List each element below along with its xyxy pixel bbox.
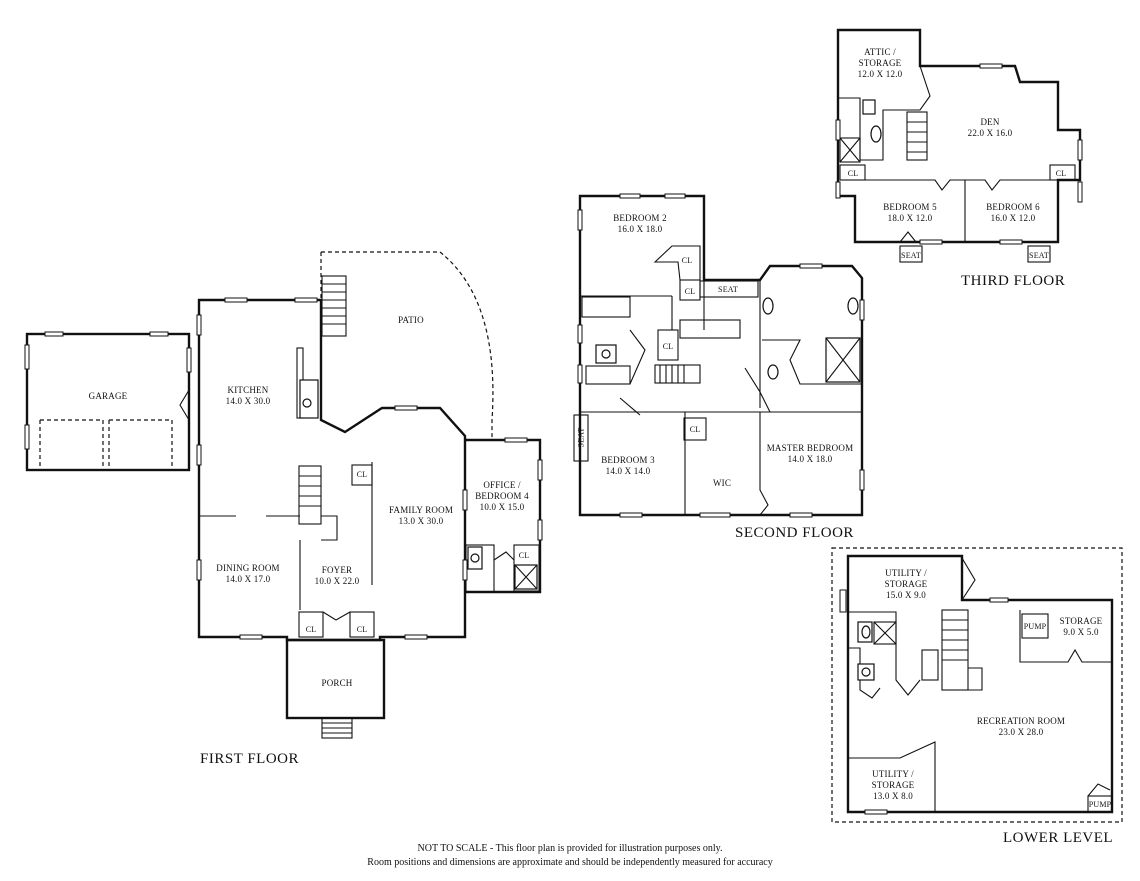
family-room-name: FAMILY ROOM: [388, 505, 454, 515]
utility-storage-upper-label: UTILITY / STORAGE 15.0 X 9.0: [885, 568, 928, 601]
utility-lower-name-1: UTILITY /: [872, 769, 914, 779]
master-bedroom-label: MASTER BEDROOM 14.0 X 18.0: [767, 443, 854, 465]
bedroom-2-dims: 16.0 X 18.0: [617, 224, 663, 234]
closet-label: CL: [356, 470, 368, 479]
closet-label: CL: [684, 287, 696, 296]
storage-dims: 9.0 X 5.0: [1063, 627, 1099, 637]
closet-label: CL: [662, 342, 674, 351]
recreation-room-dims: 23.0 X 28.0: [998, 727, 1044, 737]
closet-label: CL: [689, 425, 701, 434]
dining-room-name: DINING ROOM: [216, 563, 280, 573]
storage-label: STORAGE 9.0 X 5.0: [1060, 616, 1103, 638]
attic-label: ATTIC / STORAGE 12.0 X 12.0: [858, 47, 903, 80]
seat-label: SEAT: [901, 251, 921, 260]
garage-outline: [24, 331, 192, 472]
pump-label: PUMP: [1023, 622, 1047, 631]
closet-label: CL: [1055, 169, 1067, 178]
kitchen-dims: 14.0 X 30.0: [225, 396, 271, 406]
office-name-1: OFFICE /: [483, 480, 521, 490]
attic-name-2: STORAGE: [858, 58, 902, 68]
second-floor-outline: [573, 193, 865, 518]
closet-label: CL: [681, 256, 693, 265]
bedroom-3-dims: 14.0 X 14.0: [605, 466, 651, 476]
dining-room-label: DINING ROOM 14.0 X 17.0: [216, 563, 279, 585]
third-floor-title: THIRD FLOOR: [961, 273, 1066, 289]
bedroom-2-name: BEDROOM 2: [613, 213, 667, 223]
utility-upper-dims: 15.0 X 9.0: [886, 590, 926, 600]
bedroom-5-dims: 18.0 X 12.0: [887, 213, 933, 223]
closet-label: CL: [305, 625, 317, 634]
second-floor-title: SECOND FLOOR: [735, 525, 854, 541]
bedroom-5-name: BEDROOM 5: [883, 202, 937, 212]
patio-label: PATIO: [398, 315, 424, 325]
foyer-label: FOYER 10.0 X 22.0: [315, 565, 360, 587]
wic-label: WIC: [712, 478, 732, 488]
bedroom-6-dims: 16.0 X 12.0: [990, 213, 1036, 223]
bedroom-6-label: BEDROOM 6 16.0 X 12.0: [986, 202, 1040, 224]
utility-lower-name-2: STORAGE: [871, 780, 915, 790]
attic-dims: 12.0 X 12.0: [857, 69, 903, 79]
family-room-label: FAMILY ROOM 13.0 X 30.0: [389, 505, 453, 527]
lower-level-outline: [831, 547, 1123, 823]
first-floor-title: FIRST FLOOR: [200, 751, 300, 767]
bedroom-5-label: BEDROOM 5 18.0 X 12.0: [883, 202, 937, 224]
garage-label: GARAGE: [88, 391, 128, 401]
office-dims: 10.0 X 15.0: [479, 502, 525, 512]
utility-upper-name-2: STORAGE: [884, 579, 928, 589]
closet-label: CL: [356, 625, 368, 634]
dining-room-dims: 14.0 X 17.0: [225, 574, 271, 584]
office-name-2: BEDROOM 4: [475, 491, 529, 501]
master-bedroom-name: MASTER BEDROOM: [766, 443, 854, 453]
lower-level-title: LOWER LEVEL: [1003, 830, 1114, 846]
bedroom-3-label: BEDROOM 3 14.0 X 14.0: [601, 455, 655, 477]
master-bedroom-dims: 14.0 X 18.0: [787, 454, 833, 464]
den-label: DEN 22.0 X 16.0: [968, 117, 1013, 139]
utility-lower-dims: 13.0 X 8.0: [873, 791, 913, 801]
kitchen-name: KITCHEN: [227, 385, 269, 395]
den-dims: 22.0 X 16.0: [967, 128, 1013, 138]
disclaimer-line-2: Room positions and dimensions are approx…: [367, 857, 773, 868]
closet-label: CL: [518, 551, 530, 560]
disclaimer-line-1: NOT TO SCALE - This floor plan is provid…: [417, 843, 723, 854]
seat-label: SEAT: [1029, 251, 1049, 260]
utility-upper-name-1: UTILITY /: [885, 568, 927, 578]
attic-name-1: ATTIC /: [864, 47, 896, 57]
third-floor-outline: [835, 28, 1083, 263]
family-room-dims: 13.0 X 30.0: [398, 516, 444, 526]
storage-name: STORAGE: [1059, 616, 1103, 626]
den-name: DEN: [980, 117, 1000, 127]
seat-label: SEAT: [718, 285, 738, 294]
closet-label: CL: [847, 169, 859, 178]
bedroom-2-label: BEDROOM 2 16.0 X 18.0: [613, 213, 667, 235]
seat-label: SEAT: [576, 427, 586, 448]
pump-label: PUMP: [1088, 800, 1112, 809]
porch-label: PORCH: [321, 678, 353, 688]
foyer-dims: 10.0 X 22.0: [314, 576, 360, 586]
foyer-name: FOYER: [321, 565, 353, 575]
utility-storage-lower-label: UTILITY / STORAGE 13.0 X 8.0: [872, 769, 915, 802]
recreation-room-name: RECREATION ROOM: [976, 716, 1066, 726]
kitchen-label: KITCHEN 14.0 X 30.0: [226, 385, 271, 407]
bedroom-6-name: BEDROOM 6: [986, 202, 1040, 212]
recreation-room-label: RECREATION ROOM 23.0 X 28.0: [977, 716, 1065, 738]
bedroom-3-name: BEDROOM 3: [601, 455, 655, 465]
first-floor-outline: [196, 251, 543, 739]
office-label: OFFICE / BEDROOM 4 10.0 X 15.0: [475, 480, 529, 513]
